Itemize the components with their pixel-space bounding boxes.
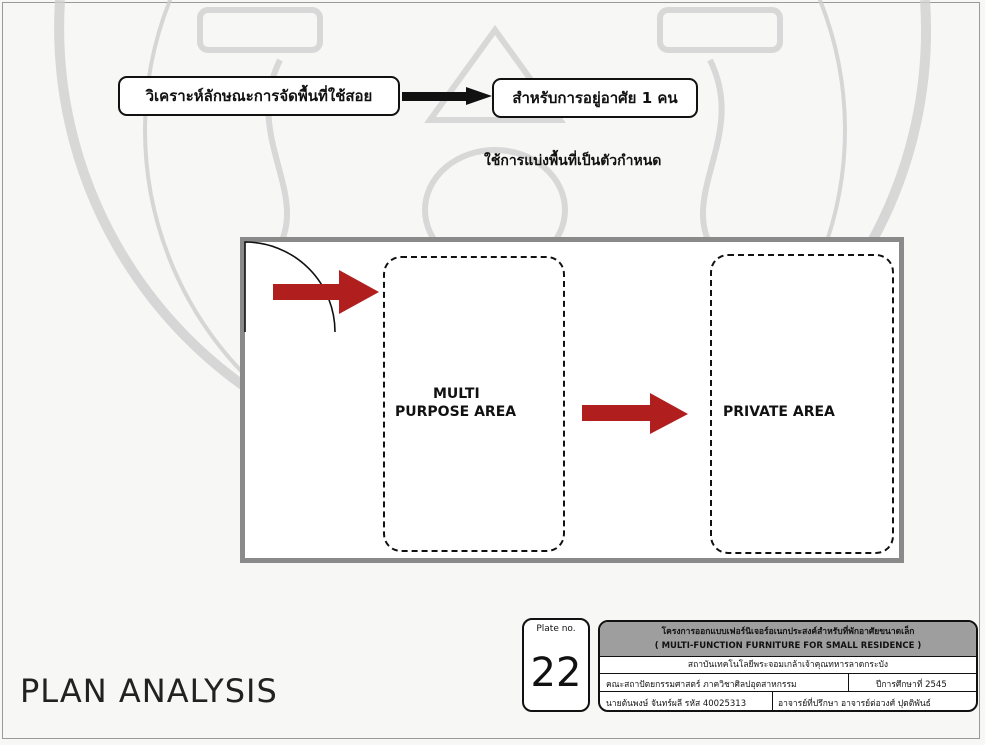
project-english: ( MULTI-FUNCTION FURNITURE FOR SMALL RES…	[654, 641, 922, 651]
plan-diagram: MULTI PURPOSE AREA PRIVATE AREA	[240, 237, 904, 563]
faculty-row: คณะสถาปัตยกรรมศาสตร์ ภาควิชาศิลปอุตสาหกร…	[600, 673, 976, 692]
page-title: PLAN ANALYSIS	[20, 672, 278, 710]
project-band: โครงการออกแบบเฟอร์นิเจอร์อเนกประสงค์สำหร…	[600, 622, 976, 656]
divider	[772, 692, 773, 710]
project-thai: โครงการออกแบบเฟอร์นิเจอร์อเนกประสงค์สำหร…	[661, 627, 915, 637]
advisor-name: อาจารย์ที่ปรึกษา อาจารย์ต่อวงศ์ ปุตติพัน…	[778, 699, 931, 709]
academic-year: ปีการศึกษาที่ 2545	[876, 680, 947, 690]
private-area-label: PRIVATE AREA	[723, 404, 835, 420]
entry-arrow-icon	[273, 270, 379, 314]
door-swing	[244, 241, 336, 333]
division-note: ใช้การแบ่งพื้นที่เป็นตัวกำหนด	[484, 153, 662, 169]
student-row: นายต้นพงษ์ จันทร์ผลี รหัส 40025313 อาจาร…	[600, 691, 976, 710]
faculty-text: คณะสถาปัตยกรรมศาสตร์ ภาควิชาศิลปอุตสาหกร…	[606, 680, 797, 690]
multi-purpose-area	[383, 256, 565, 552]
flow-arrow	[402, 87, 492, 105]
title-block: โครงการออกแบบเฟอร์นิเจอร์อเนกประสงค์สำหร…	[598, 620, 978, 712]
plate-number-box: Plate no. 22	[522, 618, 590, 712]
university-row: สถาบันเทคโนโลยีพระจอมเกล้าเจ้าคุณทหารลาด…	[600, 656, 976, 673]
multi-purpose-label: MULTI PURPOSE AREA	[395, 386, 517, 420]
analysis-box: วิเคราะห์ลักษณะการจัดพื้นที่ใช้สอย	[118, 76, 400, 116]
divider	[848, 674, 849, 692]
student-name: นายต้นพงษ์ จันทร์ผลี รหัส 40025313	[606, 699, 747, 709]
plate-number: 22	[530, 650, 582, 696]
private-area	[710, 254, 894, 554]
occupancy-box: สำหรับการอยู่อาศัย 1 คน	[492, 78, 698, 118]
flow-arrow-icon	[582, 393, 688, 434]
plate-label: Plate no.	[536, 624, 576, 634]
